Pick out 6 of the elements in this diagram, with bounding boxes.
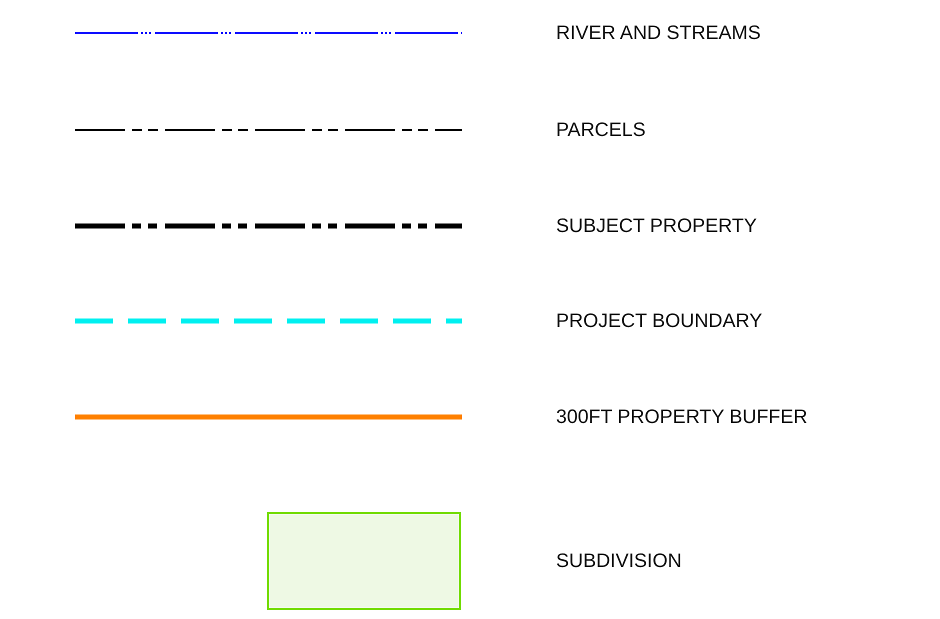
legend-label: PARCELS [556,118,646,142]
legend-label: PROJECT BOUNDARY [556,309,762,333]
legend-label: 300FT PROPERTY BUFFER [556,405,808,429]
legend-label: SUBDIVISION [556,549,682,573]
legend-label: RIVER AND STREAMS [556,21,761,45]
legend-label: SUBJECT PROPERTY [556,214,757,238]
